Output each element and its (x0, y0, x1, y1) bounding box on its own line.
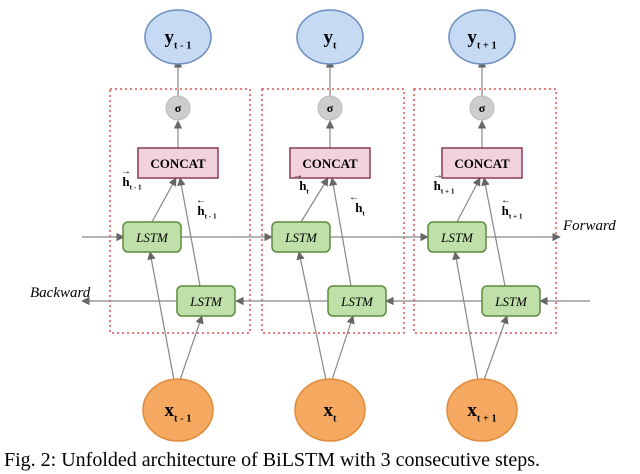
x-to-backward-lstm-2 (331, 315, 355, 381)
input-label-3: xt + 1 (467, 400, 496, 424)
x-to-backward-lstm-1 (179, 315, 204, 381)
output-label-1: yt - 1 (165, 27, 192, 51)
input-label-2: xt (324, 400, 338, 424)
step-frame-2 (261, 88, 405, 334)
input-node-3 (446, 378, 518, 442)
step-frame-3 (413, 88, 557, 334)
backward-hidden-label-1: ht - 1 (197, 203, 217, 221)
forward-hidden-label-3: ht + 1 (434, 178, 455, 196)
concat-label-2: CONCAT (302, 156, 358, 171)
forward-label: Forward (562, 218, 616, 234)
forward-hidden-label-1: ht - 1 (122, 174, 142, 192)
backward-lstm-3 (481, 285, 541, 317)
concat-box-2 (289, 147, 371, 179)
concat-box-1 (137, 147, 219, 179)
output-label-3: yt + 1 (467, 27, 496, 51)
input-label-1: xt - 1 (165, 400, 192, 424)
x-to-forward-lstm-1 (147, 251, 175, 381)
forward-lstm-to-concat-2 (300, 177, 329, 223)
concat-label-3: CONCAT (454, 156, 510, 171)
forward-lstm-2 (271, 221, 331, 253)
backward-hidden-arrow-3: ← (501, 195, 511, 206)
sigma-label-1: σ (175, 101, 182, 115)
sigma-node-3 (469, 95, 495, 121)
backward-label: Backward (30, 285, 91, 301)
forward-lstm-label-2: LSTM (284, 230, 318, 245)
forward-lstm-1 (122, 221, 182, 253)
backward-lstm-to-concat-1 (177, 177, 201, 287)
backward-hidden-label-3: ht + 1 (502, 203, 523, 221)
forward-hidden-arrow-1: → (121, 166, 131, 177)
backward-hidden-label-2: ht (355, 200, 365, 218)
output-label-2: yt (324, 27, 338, 51)
backward-lstm-1 (176, 285, 236, 317)
backward-lstm-to-concat-2 (329, 177, 352, 287)
forward-hidden-label-2: ht (299, 178, 309, 196)
backward-lstm-label-2: LSTM (340, 294, 374, 309)
output-node-3 (448, 9, 516, 65)
forward-hidden-arrow-2: → (293, 170, 303, 181)
sigma-node-1 (165, 95, 191, 121)
concat-box-3 (441, 147, 523, 179)
forward-lstm-label-1: LSTM (135, 230, 169, 245)
backward-lstm-2 (327, 285, 387, 317)
sigma-label-2: σ (327, 101, 334, 115)
backward-lstm-to-concat-3 (481, 177, 506, 287)
figure-caption: Fig. 2: Unfolded architecture of BiLSTM … (4, 449, 541, 471)
backward-lstm-label-3: LSTM (494, 294, 528, 309)
output-node-2 (296, 9, 364, 65)
input-node-1 (142, 378, 214, 442)
step-frame-1 (109, 88, 251, 334)
sigma-node-2 (317, 95, 343, 121)
forward-hidden-arrow-3: → (433, 170, 443, 181)
forward-lstm-to-concat-3 (456, 177, 481, 223)
output-node-1 (144, 9, 212, 65)
sigma-label-3: σ (479, 101, 486, 115)
concat-label-1: CONCAT (150, 156, 206, 171)
edges (81, 59, 590, 381)
input-node-2 (294, 378, 366, 442)
backward-lstm-label-1: LSTM (189, 294, 223, 309)
forward-lstm-3 (427, 221, 487, 253)
x-to-forward-lstm-3 (452, 251, 479, 381)
backward-hidden-arrow-1: ← (196, 195, 206, 206)
backward-hidden-arrow-2: ← (349, 192, 359, 203)
forward-lstm-to-concat-1 (151, 177, 177, 223)
forward-lstm-label-3: LSTM (440, 230, 474, 245)
x-to-forward-lstm-2 (296, 251, 327, 381)
x-to-backward-lstm-3 (483, 315, 509, 381)
